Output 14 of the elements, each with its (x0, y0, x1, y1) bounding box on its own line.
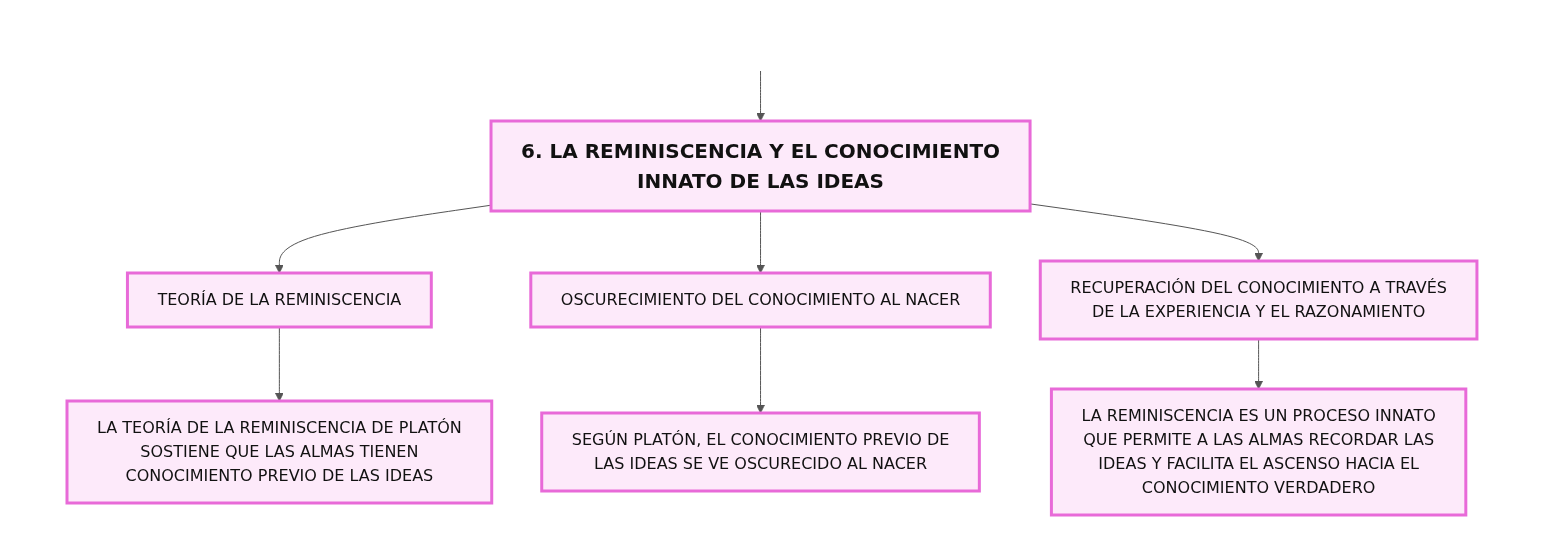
arrow (755, 70, 765, 121)
arrow (755, 210, 765, 273)
arrow (274, 326, 284, 401)
arrow (274, 204, 492, 273)
arrow (1253, 338, 1263, 389)
node-box: RECUPERACIÓN DEL CONOCIMIENTO A TRAVÉS DE LA EXPERIENCIA Y EL RAZONAMIENTO (1038, 259, 1478, 340)
node-box: TEORÍA DE LA REMINISCENCIA (125, 271, 433, 328)
node-box: SEGÚN PLATÓN, EL CONOCIMIENTO PREVIO DE LAS IDEAS SE VE OSCURECIDO AL NACER (539, 411, 981, 492)
arrow (755, 326, 765, 413)
node-box: LA TEORÍA DE LA REMINISCENCIA DE PLATÓN SOSTIENE QUE LAS ALMAS TIENEN CONOCIMIENTO PREVIO DE LAS IDEAS (65, 399, 493, 504)
arrow (1029, 202, 1263, 261)
node-box: OSCURECIMIENTO DEL CONOCIMIENTO AL NACER (528, 271, 992, 328)
node-box: 6. LA REMINISCENCIA Y EL CONOCIMIENTO INNATO DE LAS IDEAS (489, 119, 1032, 212)
node-box: LA REMINISCENCIA ES UN PROCESO INNATO QUE PERMITE A LAS ALMAS RECORDAR LAS IDEAS Y FACILITA EL ASCENSO HACIA EL CONOCIMIENTO VERDADERO (1049, 387, 1467, 516)
